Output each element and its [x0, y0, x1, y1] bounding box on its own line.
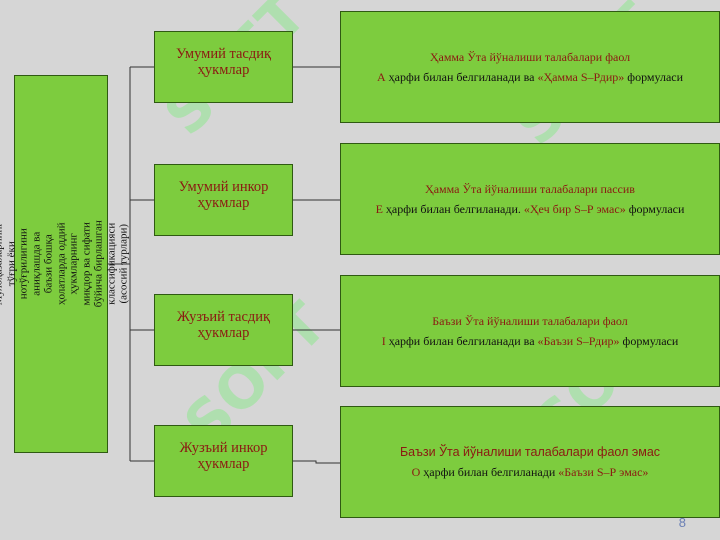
formula: «Баъзи S–Рдир»: [537, 334, 620, 348]
category-box-general-negative: Умумий инкор ҳукмлар: [154, 164, 293, 236]
description-text: ҳарфи билан белгиланади ва: [385, 334, 538, 348]
formula: «Ҳеч бир S–Р эмас»: [523, 202, 626, 216]
description-end: формуласи: [625, 202, 685, 216]
description-line: Ҳамма Ўта йўналиши талабалари фаол: [429, 50, 631, 64]
category-box-particular-negative: Жузъий инкор ҳукмлар: [154, 425, 293, 497]
connector: [293, 460, 340, 464]
category-box-particular-affirmative: Жузъий тасдиқ ҳукмлар: [154, 294, 293, 366]
description-box-i: Баъзи Ўта йўналиши талабалари фаол I ҳар…: [340, 275, 720, 387]
description-line: Ҳамма Ўта йўналиши талабалари пассив: [425, 182, 635, 196]
letter-code: А: [376, 70, 386, 84]
letter-code: Е: [375, 202, 383, 216]
description-formula-line: I ҳарфи билан белгиланади ва «Баъзи S–Рд…: [382, 331, 679, 351]
category-title: Жузъий инкор ҳукмлар: [179, 440, 268, 472]
description-end: формуласи: [624, 70, 684, 84]
description-box-e: Ҳамма Ўта йўналиши талабалари пассив Е ҳ…: [340, 143, 720, 255]
description-formula-line: А ҳарфи билан белгиланади ва «Ҳамма S–Рд…: [377, 67, 683, 87]
category-title: Умумий инкор ҳукмлар: [178, 179, 269, 211]
description-line: Баъзи Ўта йўналиши талабалари фаол эмас: [399, 445, 661, 459]
category-title: Жузъий тасдиқ ҳукмлар: [176, 309, 271, 341]
description-line: Баъзи Ўта йўналиши талабалари фаол: [432, 314, 628, 328]
description-formula-line: Е ҳарфи билан белгиланади. «Ҳеч бир S–Р …: [376, 199, 685, 219]
description-box-a: Ҳамма Ўта йўналиши талабалари фаол А ҳар…: [340, 11, 720, 123]
description-text: ҳарфи билан белгиланади.: [382, 202, 524, 216]
page-number: 8: [678, 515, 686, 530]
description-box-o: Баъзи Ўта йўналиши талабалари фаол эмас …: [340, 406, 720, 518]
description-text: ҳарфи билан белгиланади ва: [385, 70, 538, 84]
classification-label: Мулоҳазаларнинг тўғри ёки нотўғрилигини …: [0, 220, 130, 308]
letter-code: I: [381, 334, 386, 348]
letter-code: О: [411, 465, 421, 479]
description-end: формуласи: [619, 334, 679, 348]
formula: «Баъзи S–Р эмас»: [558, 465, 649, 479]
category-title: Умумий тасдиқ ҳукмлар: [175, 46, 272, 78]
classification-label-box: Мулоҳазаларнинг тўғри ёки нотўғрилигини …: [0, 75, 129, 453]
description-text: ҳарфи билан белгиланади: [420, 465, 559, 479]
category-box-general-affirmative: Умумий тасдиқ ҳукмлар: [154, 31, 293, 103]
description-formula-line: О ҳарфи билан белгиланади «Баъзи S–Р эма…: [412, 462, 649, 482]
formula: «Ҳамма S–Рдир»: [537, 70, 625, 84]
